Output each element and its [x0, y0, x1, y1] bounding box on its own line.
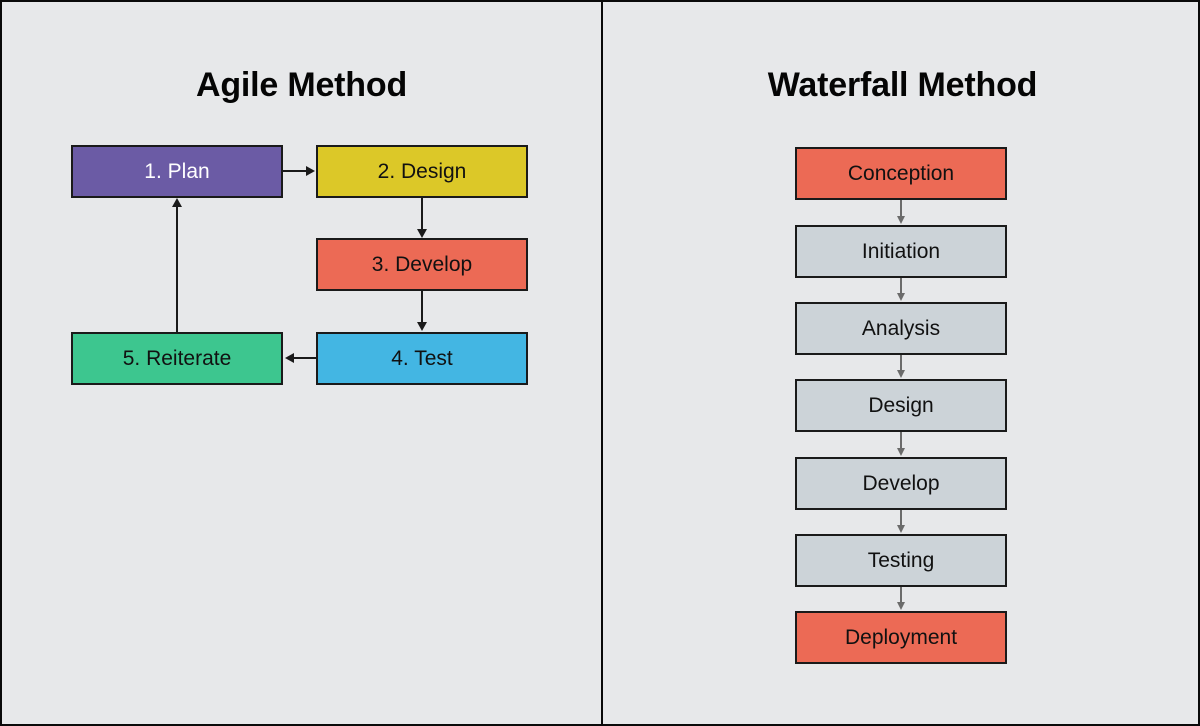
waterfall-title: Waterfall Method — [767, 66, 1038, 104]
agile-edge-develop-test-arrow — [417, 322, 427, 331]
waterfall-edge-testing-deployment-line — [900, 587, 902, 603]
waterfall-edge-initiation-analysis-arrow — [897, 293, 905, 301]
agile-node-test-label: 4. Test — [391, 347, 453, 370]
agile-panel: Agile Method 1. Plan 2. Design 3. Develo… — [2, 2, 601, 724]
panel-divider — [601, 2, 603, 724]
waterfall-node-design-label: Design — [868, 394, 934, 417]
agile-title: Agile Method — [195, 66, 408, 104]
agile-edge-plan-design-line — [283, 170, 308, 172]
waterfall-node-testing[interactable]: Testing — [795, 534, 1007, 587]
agile-node-reiterate-label: 5. Reiterate — [122, 347, 232, 370]
waterfall-node-testing-label: Testing — [867, 549, 935, 572]
waterfall-edge-design-develop-line — [900, 432, 902, 449]
agile-node-plan-label: 1. Plan — [144, 160, 210, 183]
waterfall-edge-develop-testing-arrow — [897, 525, 905, 533]
agile-edge-design-develop-line — [421, 198, 423, 231]
agile-edge-reiterate-plan-arrow — [172, 198, 182, 207]
agile-node-develop[interactable]: 3. Develop — [316, 238, 528, 291]
agile-node-plan[interactable]: 1. Plan — [71, 145, 283, 198]
agile-node-test[interactable]: 4. Test — [316, 332, 528, 385]
agile-edge-test-reiterate-line — [292, 357, 318, 359]
waterfall-node-conception[interactable]: Conception — [795, 147, 1007, 200]
waterfall-edge-conception-initiation-line — [900, 200, 902, 217]
waterfall-panel: Waterfall Method Conception Initiation A… — [603, 2, 1198, 724]
agile-node-design-label: 2. Design — [377, 160, 467, 183]
waterfall-edge-develop-testing-line — [900, 510, 902, 526]
agile-node-design[interactable]: 2. Design — [316, 145, 528, 198]
agile-edge-plan-design-arrow — [306, 166, 315, 176]
agile-edge-design-develop-arrow — [417, 229, 427, 238]
agile-edge-reiterate-plan-line — [176, 205, 178, 333]
waterfall-node-develop[interactable]: Develop — [795, 457, 1007, 510]
waterfall-edge-analysis-design-arrow — [897, 370, 905, 378]
waterfall-edge-design-develop-arrow — [897, 448, 905, 456]
waterfall-edge-conception-initiation-arrow — [897, 216, 905, 224]
waterfall-node-develop-label: Develop — [862, 472, 940, 495]
waterfall-edge-testing-deployment-arrow — [897, 602, 905, 610]
waterfall-node-analysis-label: Analysis — [861, 317, 941, 340]
agile-edge-develop-test-line — [421, 291, 423, 324]
waterfall-node-deployment[interactable]: Deployment — [795, 611, 1007, 664]
agile-node-develop-label: 3. Develop — [371, 253, 473, 276]
waterfall-edge-initiation-analysis-line — [900, 278, 902, 294]
waterfall-node-deployment-label: Deployment — [844, 626, 958, 649]
agile-edge-test-reiterate-arrow — [285, 353, 294, 363]
waterfall-edge-analysis-design-line — [900, 355, 902, 371]
waterfall-node-initiation-label: Initiation — [861, 240, 941, 263]
agile-node-reiterate[interactable]: 5. Reiterate — [71, 332, 283, 385]
waterfall-node-design[interactable]: Design — [795, 379, 1007, 432]
waterfall-node-analysis[interactable]: Analysis — [795, 302, 1007, 355]
waterfall-node-conception-label: Conception — [847, 162, 955, 185]
waterfall-node-initiation[interactable]: Initiation — [795, 225, 1007, 278]
